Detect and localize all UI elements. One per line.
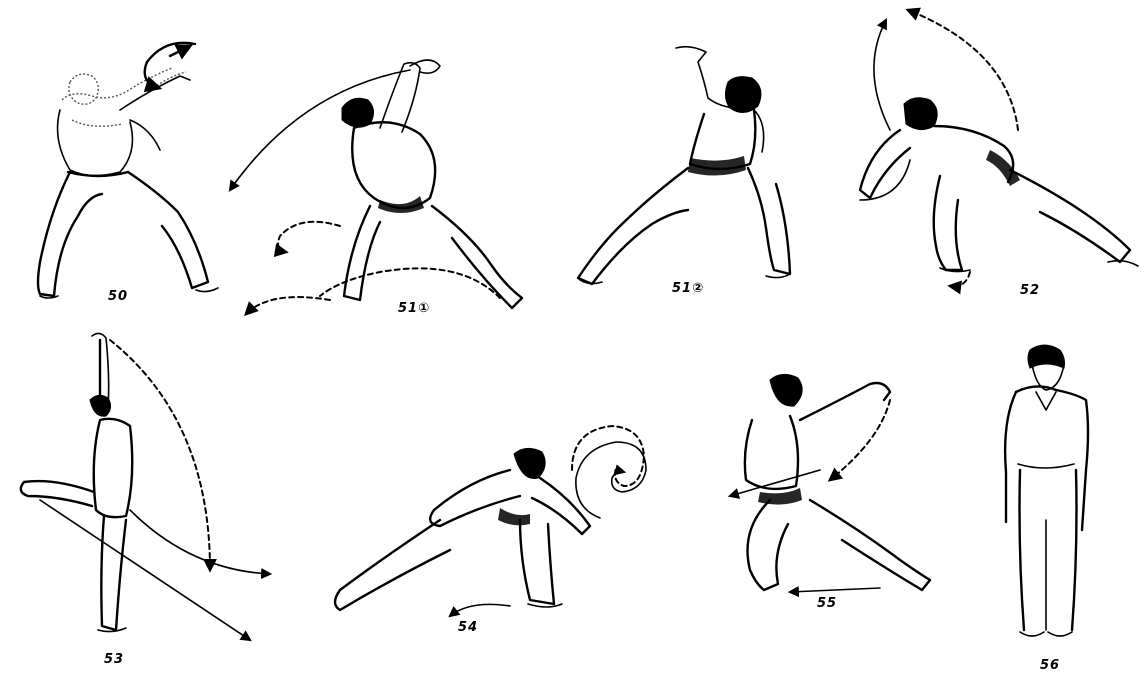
figure-51a-caption: 51①: [398, 301, 431, 316]
figure-51a-drawing: [228, 59, 524, 316]
figure-50-drawing: [36, 41, 219, 299]
figure-52-drawing: [858, 7, 1139, 295]
figure-55-drawing: [727, 374, 932, 598]
figure-52-caption: 52: [1020, 283, 1041, 298]
figure-53-caption: 53: [104, 652, 125, 667]
figure-51b-caption: 51②: [672, 281, 705, 296]
figure-55-caption: 55: [817, 596, 838, 611]
figure-56-caption: 56: [1040, 658, 1061, 673]
figure-56-drawing: [1003, 344, 1090, 637]
figure-51b-drawing: [576, 45, 792, 286]
figure-53-drawing: [19, 332, 273, 642]
figure-50-caption: 50: [108, 289, 129, 304]
figure-54-drawing: [333, 424, 647, 618]
figure-54-caption: 54: [458, 620, 479, 635]
